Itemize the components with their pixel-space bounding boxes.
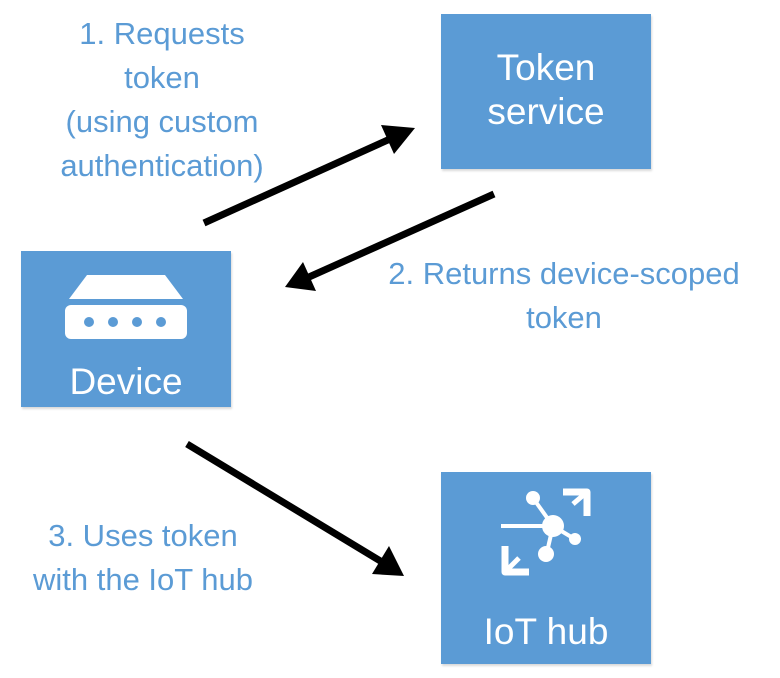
- iot-hub-node: IoT hub: [441, 472, 651, 664]
- token-service-node: Token service: [441, 14, 651, 169]
- device-node: Device: [21, 251, 231, 407]
- arrow-return-token: [285, 190, 496, 291]
- step-1-line-1: 1. Requests: [79, 16, 245, 51]
- arrow-use-token: [185, 441, 404, 576]
- step-3-line-2: with the IoT hub: [32, 562, 253, 597]
- device-label: Device: [69, 361, 183, 402]
- step-2-label: 2. Returns device-scoped token: [372, 252, 756, 340]
- step-2-line-2: token: [526, 300, 602, 335]
- arrow-request-token: [202, 125, 415, 227]
- iot-hub-icon: [501, 488, 591, 576]
- step-3-line-1: 3. Uses token: [48, 518, 238, 553]
- step-1-line-3: (using custom: [65, 104, 259, 139]
- step-3-label: 3. Uses token with the IoT hub: [14, 514, 272, 602]
- step-1-label: 1. Requests token (using custom authenti…: [42, 12, 282, 188]
- step-1-line-2: token: [124, 60, 200, 95]
- token-service-label-line-2: service: [487, 91, 605, 132]
- step-2-line-1: 2. Returns device-scoped: [388, 256, 740, 291]
- router-device-icon: [65, 275, 187, 339]
- token-service-label-line-1: Token: [496, 47, 596, 88]
- step-1-line-4: authentication): [60, 148, 264, 183]
- iot-hub-label: IoT hub: [483, 611, 609, 652]
